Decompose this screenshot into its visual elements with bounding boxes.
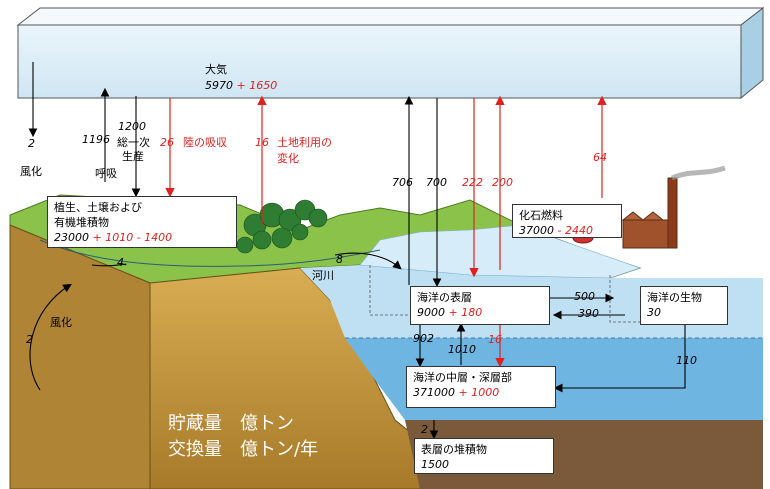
biota-to-surface-value: 390 bbox=[578, 307, 599, 320]
sediment-box: 表層の堆積物 1500 bbox=[414, 438, 554, 474]
legend-stock: 貯蔵量 億トン bbox=[168, 413, 294, 434]
biota-title: 海洋の生物 bbox=[647, 291, 702, 304]
gpp-label-1: 総一次 bbox=[117, 136, 150, 149]
fossil-emission-value: 64 bbox=[593, 151, 607, 164]
surface-to-deep-anthro-value: 16 bbox=[488, 333, 502, 346]
land-title-1: 植生、土壌および bbox=[54, 201, 142, 214]
atmosphere-slab bbox=[16, 6, 765, 100]
anthropogenic-arrows bbox=[165, 95, 607, 368]
ocean-in-anthro-value: 222 bbox=[462, 176, 483, 189]
weathering-rock-value: 2 bbox=[26, 333, 33, 346]
deep-ocean-box: 海洋の中層・深層部 371000 + 1000 bbox=[406, 366, 556, 408]
surface-ocean-box: 海洋の表層 9000 + 180 bbox=[410, 286, 550, 325]
trees bbox=[236, 199, 328, 254]
weathering-atm-label: 風化 bbox=[20, 165, 42, 178]
land-use-value: 16 bbox=[255, 136, 269, 149]
atmosphere-change: + 1650 bbox=[236, 79, 278, 92]
surface-to-deep-value: 902 bbox=[413, 332, 434, 345]
weathering-atm-value: 2 bbox=[28, 137, 35, 150]
rivers-small-value: 4 bbox=[117, 256, 124, 269]
gpp-label-2: 生産 bbox=[122, 150, 144, 163]
ocean-out-value: 706 bbox=[392, 176, 413, 189]
deep-title: 海洋の中層・深層部 bbox=[413, 371, 512, 384]
deep-to-sediment-value: 2 bbox=[421, 423, 428, 436]
land-title-2: 有機堆積物 bbox=[54, 216, 109, 229]
land-box: 植生、土壌および 有機堆積物 23000 + 1010 - 1400 bbox=[47, 196, 237, 248]
land-sink-label: 陸の吸収 bbox=[183, 136, 227, 149]
surface-to-biota-value: 500 bbox=[574, 290, 595, 303]
legend-flux: 交換量 億トン/年 bbox=[168, 439, 319, 460]
rivers-label: 河川 bbox=[312, 269, 334, 282]
land-sink-value: 26 bbox=[160, 136, 174, 149]
sediment-title: 表層の堆積物 bbox=[421, 443, 487, 456]
marine-biota-box: 海洋の生物 30 bbox=[640, 286, 728, 325]
factory-icon bbox=[572, 165, 726, 249]
flow-arrows bbox=[28, 62, 686, 440]
deep-to-surface-value: 1010 bbox=[448, 343, 476, 356]
gpp-value: 1200 bbox=[118, 120, 146, 133]
respiration-value: 1196 bbox=[82, 133, 110, 146]
surface-title: 海洋の表層 bbox=[417, 291, 472, 304]
rivers-value: 8 bbox=[336, 253, 343, 266]
fossil-title: 化石燃料 bbox=[519, 209, 563, 222]
atmosphere-stock: 5970 + 1650 bbox=[205, 79, 278, 92]
ocean-in-value: 700 bbox=[426, 176, 447, 189]
ocean-out-anthro-value: 200 bbox=[492, 176, 513, 189]
biota-to-deep-value: 110 bbox=[676, 354, 697, 367]
fossil-fuel-box: 化石燃料 37000 - 2440 bbox=[512, 204, 622, 238]
land-use-label-2: 変化 bbox=[277, 152, 299, 165]
weathering-rock-label: 風化 bbox=[50, 316, 72, 329]
land-use-label-1: 土地利用の bbox=[277, 136, 332, 149]
atmosphere-title: 大気 bbox=[205, 63, 227, 76]
respiration-label: 呼吸 bbox=[95, 167, 117, 180]
